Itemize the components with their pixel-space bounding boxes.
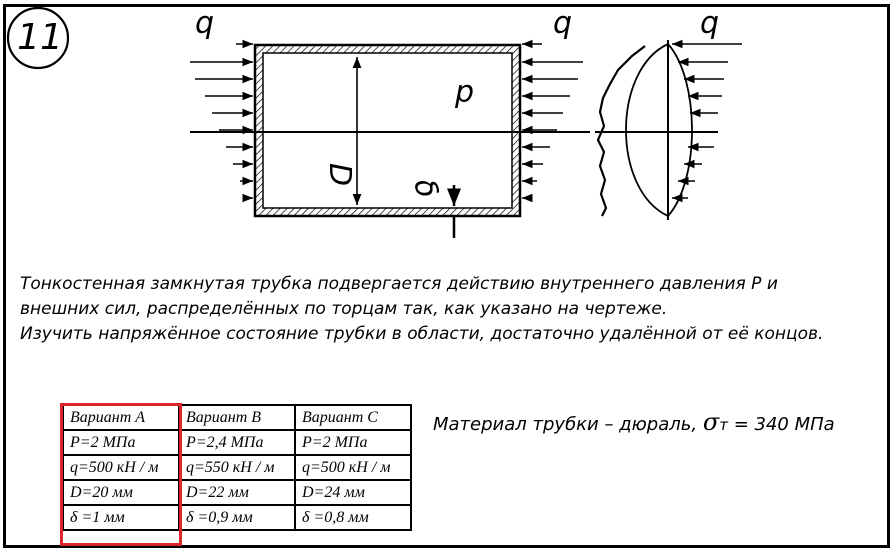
problem-number-circle xyxy=(6,6,70,70)
table-cell: P=2 МПа xyxy=(62,429,180,456)
load-label-right: q xyxy=(553,6,572,41)
side-view xyxy=(595,40,718,220)
right-load-arrows xyxy=(522,39,583,203)
statement-line: Изучить напряжённое состояние трубки в о… xyxy=(20,324,824,344)
table-row: δ =1 мм δ =0,9 мм δ =0,8 мм xyxy=(62,504,412,531)
side-view-arrows xyxy=(672,39,742,203)
left-load-arrows xyxy=(190,39,253,203)
variant-b-header: Вариант B xyxy=(178,404,296,431)
tube-wall xyxy=(253,43,522,218)
sheet-frame xyxy=(3,4,890,548)
table-cell: q=500 кН / м xyxy=(294,454,412,481)
thickness-label: δ xyxy=(406,175,445,202)
problem-number: 11 xyxy=(17,17,63,58)
variants-table: Вариант A Вариант B Вариант C P=2 МПа P=… xyxy=(62,404,412,531)
yield-stress-subscript: т xyxy=(719,416,728,434)
yield-stress-value: = 340 МПа xyxy=(733,414,835,435)
table-cell: δ =1 мм xyxy=(62,504,180,531)
variant-a-header: Вариант A xyxy=(62,404,180,431)
table-row: P=2 МПа P=2,4 МПа P=2 МПа xyxy=(62,429,412,456)
yield-stress-symbol: σ xyxy=(702,408,720,436)
table-cell: D=22 мм xyxy=(178,479,296,506)
load-label-far: q xyxy=(700,6,719,41)
table-cell: D=20 мм xyxy=(62,479,180,506)
table-header-row: Вариант A Вариант B Вариант C xyxy=(62,404,412,431)
table-cell: δ =0,8 мм xyxy=(294,504,412,531)
table-cell: δ =0,9 мм xyxy=(178,504,296,531)
material-note: Материал трубки – дюраль, σт = 340 МПа xyxy=(433,408,835,436)
problem-statement: Тонкостенная замкнутая трубка подвергает… xyxy=(20,272,880,347)
pressure-label: p xyxy=(454,75,474,110)
table-cell: q=500 кН / м xyxy=(62,454,180,481)
table-cell: D=24 мм xyxy=(294,479,412,506)
statement-line: Тонкостенная замкнутая трубка подвергает… xyxy=(20,274,778,294)
table-row: D=20 мм D=22 мм D=24 мм xyxy=(62,479,412,506)
table-cell: P=2,4 МПа xyxy=(178,429,296,456)
material-text: Материал трубки – дюраль, xyxy=(433,414,698,435)
statement-line: внешних сил, распределённых по торцам та… xyxy=(20,299,668,319)
table-cell: P=2 МПа xyxy=(294,429,412,456)
table-row: q=500 кН / м q=550 кН / м q=500 кН / м xyxy=(62,454,412,481)
diameter-label: D xyxy=(322,163,357,186)
load-label-left: q xyxy=(195,6,214,41)
variant-c-header: Вариант C xyxy=(294,404,412,431)
table-cell: q=550 кН / м xyxy=(178,454,296,481)
